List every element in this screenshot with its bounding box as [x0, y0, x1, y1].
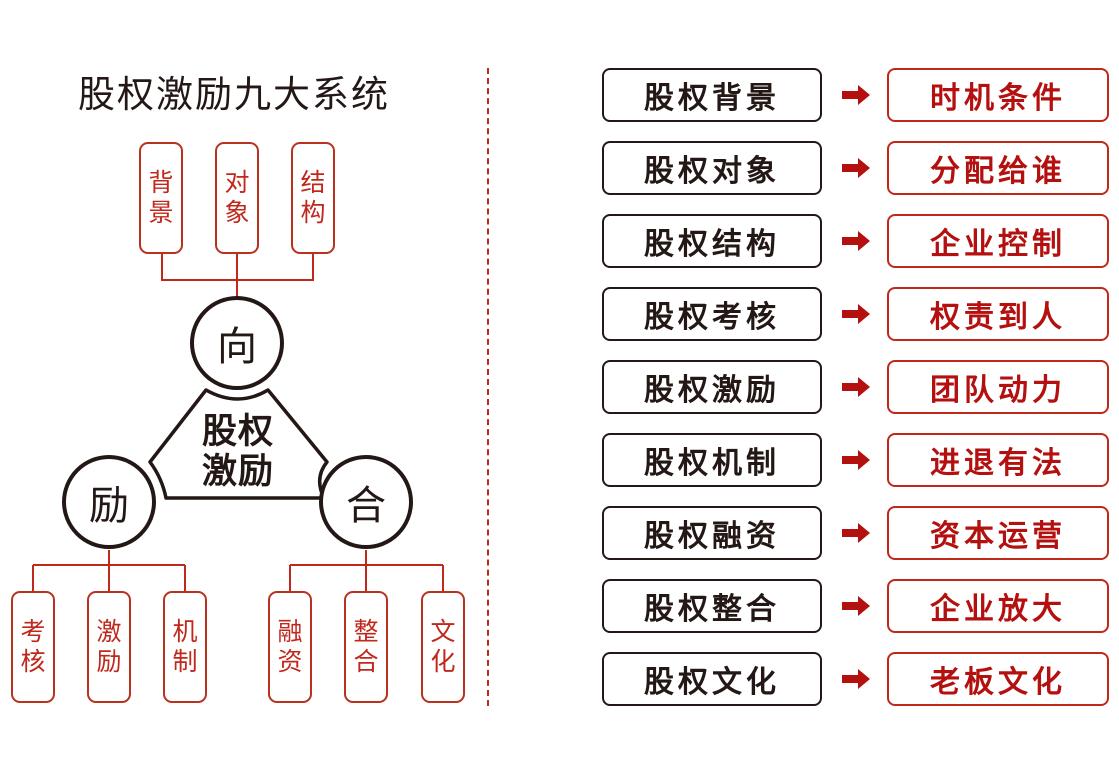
node-char: 结	[300, 168, 326, 197]
result-label-box: 时机条件	[887, 68, 1109, 122]
node-structure: 结 构	[291, 142, 335, 254]
system-label-box: 股权整合	[602, 579, 822, 633]
node-financing: 融 资	[268, 591, 312, 703]
node-background: 背 景	[139, 142, 183, 254]
result-label-box: 分配给谁	[887, 141, 1109, 195]
system-label-box: 股权文化	[602, 652, 822, 706]
center-label: 股权 激励	[190, 412, 286, 492]
mapping-row: 股权机制 进退有法	[602, 433, 1109, 487]
node-char: 构	[300, 198, 326, 227]
mapping-row: 股权对象 分配给谁	[602, 141, 1109, 195]
right-tree-lines	[289, 550, 444, 592]
node-char: 励	[96, 647, 122, 676]
node-char: 文	[430, 617, 456, 646]
node-char: 资	[277, 647, 303, 676]
right-arrow-icon	[842, 596, 870, 616]
right-arrow-icon	[842, 669, 870, 689]
node-culture: 文 化	[421, 591, 465, 703]
result-label-box: 进退有法	[887, 433, 1109, 487]
node-char: 对	[224, 168, 250, 197]
node-char: 整	[353, 617, 379, 646]
hub-circle-combine: 合	[319, 455, 413, 549]
node-char: 机	[172, 617, 198, 646]
node-mechanism: 机 制	[163, 591, 207, 703]
mapping-row: 股权背景 时机条件	[602, 68, 1109, 122]
right-arrow-icon	[842, 85, 870, 105]
node-char: 化	[430, 647, 456, 676]
center-label-line2: 激励	[201, 452, 274, 492]
mapping-row: 股权整合 企业放大	[602, 579, 1109, 633]
node-char: 核	[20, 647, 46, 676]
center-label-line1: 股权	[201, 412, 274, 452]
node-char: 激	[96, 617, 122, 646]
system-label-box: 股权激励	[602, 360, 822, 414]
right-arrow-icon	[842, 231, 870, 251]
node-char: 合	[353, 647, 379, 676]
mapping-row: 股权文化 老板文化	[602, 652, 1109, 706]
hub-circle-incentive: 励	[62, 455, 156, 549]
mapping-row: 股权激励 团队动力	[602, 360, 1109, 414]
mapping-row: 股权考核 权责到人	[602, 287, 1109, 341]
mapping-row: 股权结构 企业控制	[602, 214, 1109, 268]
right-arrow-icon	[842, 523, 870, 543]
diagram-title: 股权激励九大系统	[78, 73, 390, 116]
right-arrow-icon	[842, 450, 870, 470]
right-arrow-icon	[842, 158, 870, 178]
result-label-box: 权责到人	[887, 287, 1109, 341]
system-label-box: 股权结构	[602, 214, 822, 268]
mapping-row: 股权融资 资本运营	[602, 506, 1109, 560]
right-arrow-icon	[842, 304, 870, 324]
system-label-box: 股权融资	[602, 506, 822, 560]
node-char: 考	[20, 617, 46, 646]
hub-circle-direction: 向	[190, 296, 284, 390]
result-label-box: 企业控制	[887, 214, 1109, 268]
node-char: 背	[148, 168, 174, 197]
node-char: 制	[172, 647, 198, 676]
node-char: 象	[224, 198, 250, 227]
dashed-divider	[487, 68, 489, 706]
result-label-box: 团队动力	[887, 360, 1109, 414]
left-tree-lines	[32, 550, 186, 592]
system-label-box: 股权机制	[602, 433, 822, 487]
center-shape	[148, 388, 329, 500]
node-incentive: 激 励	[87, 591, 131, 703]
system-label-box: 股权考核	[602, 287, 822, 341]
node-integration: 整 合	[344, 591, 388, 703]
system-label-box: 股权对象	[602, 141, 822, 195]
node-char: 融	[277, 617, 303, 646]
system-label-box: 股权背景	[602, 68, 822, 122]
node-char: 景	[148, 198, 174, 227]
top-tree-lines	[161, 253, 314, 300]
right-arrow-icon	[842, 377, 870, 397]
node-assessment: 考 核	[11, 591, 55, 703]
result-label-box: 资本运营	[887, 506, 1109, 560]
node-target: 对 象	[215, 142, 259, 254]
result-label-box: 企业放大	[887, 579, 1109, 633]
result-label-box: 老板文化	[887, 652, 1109, 706]
